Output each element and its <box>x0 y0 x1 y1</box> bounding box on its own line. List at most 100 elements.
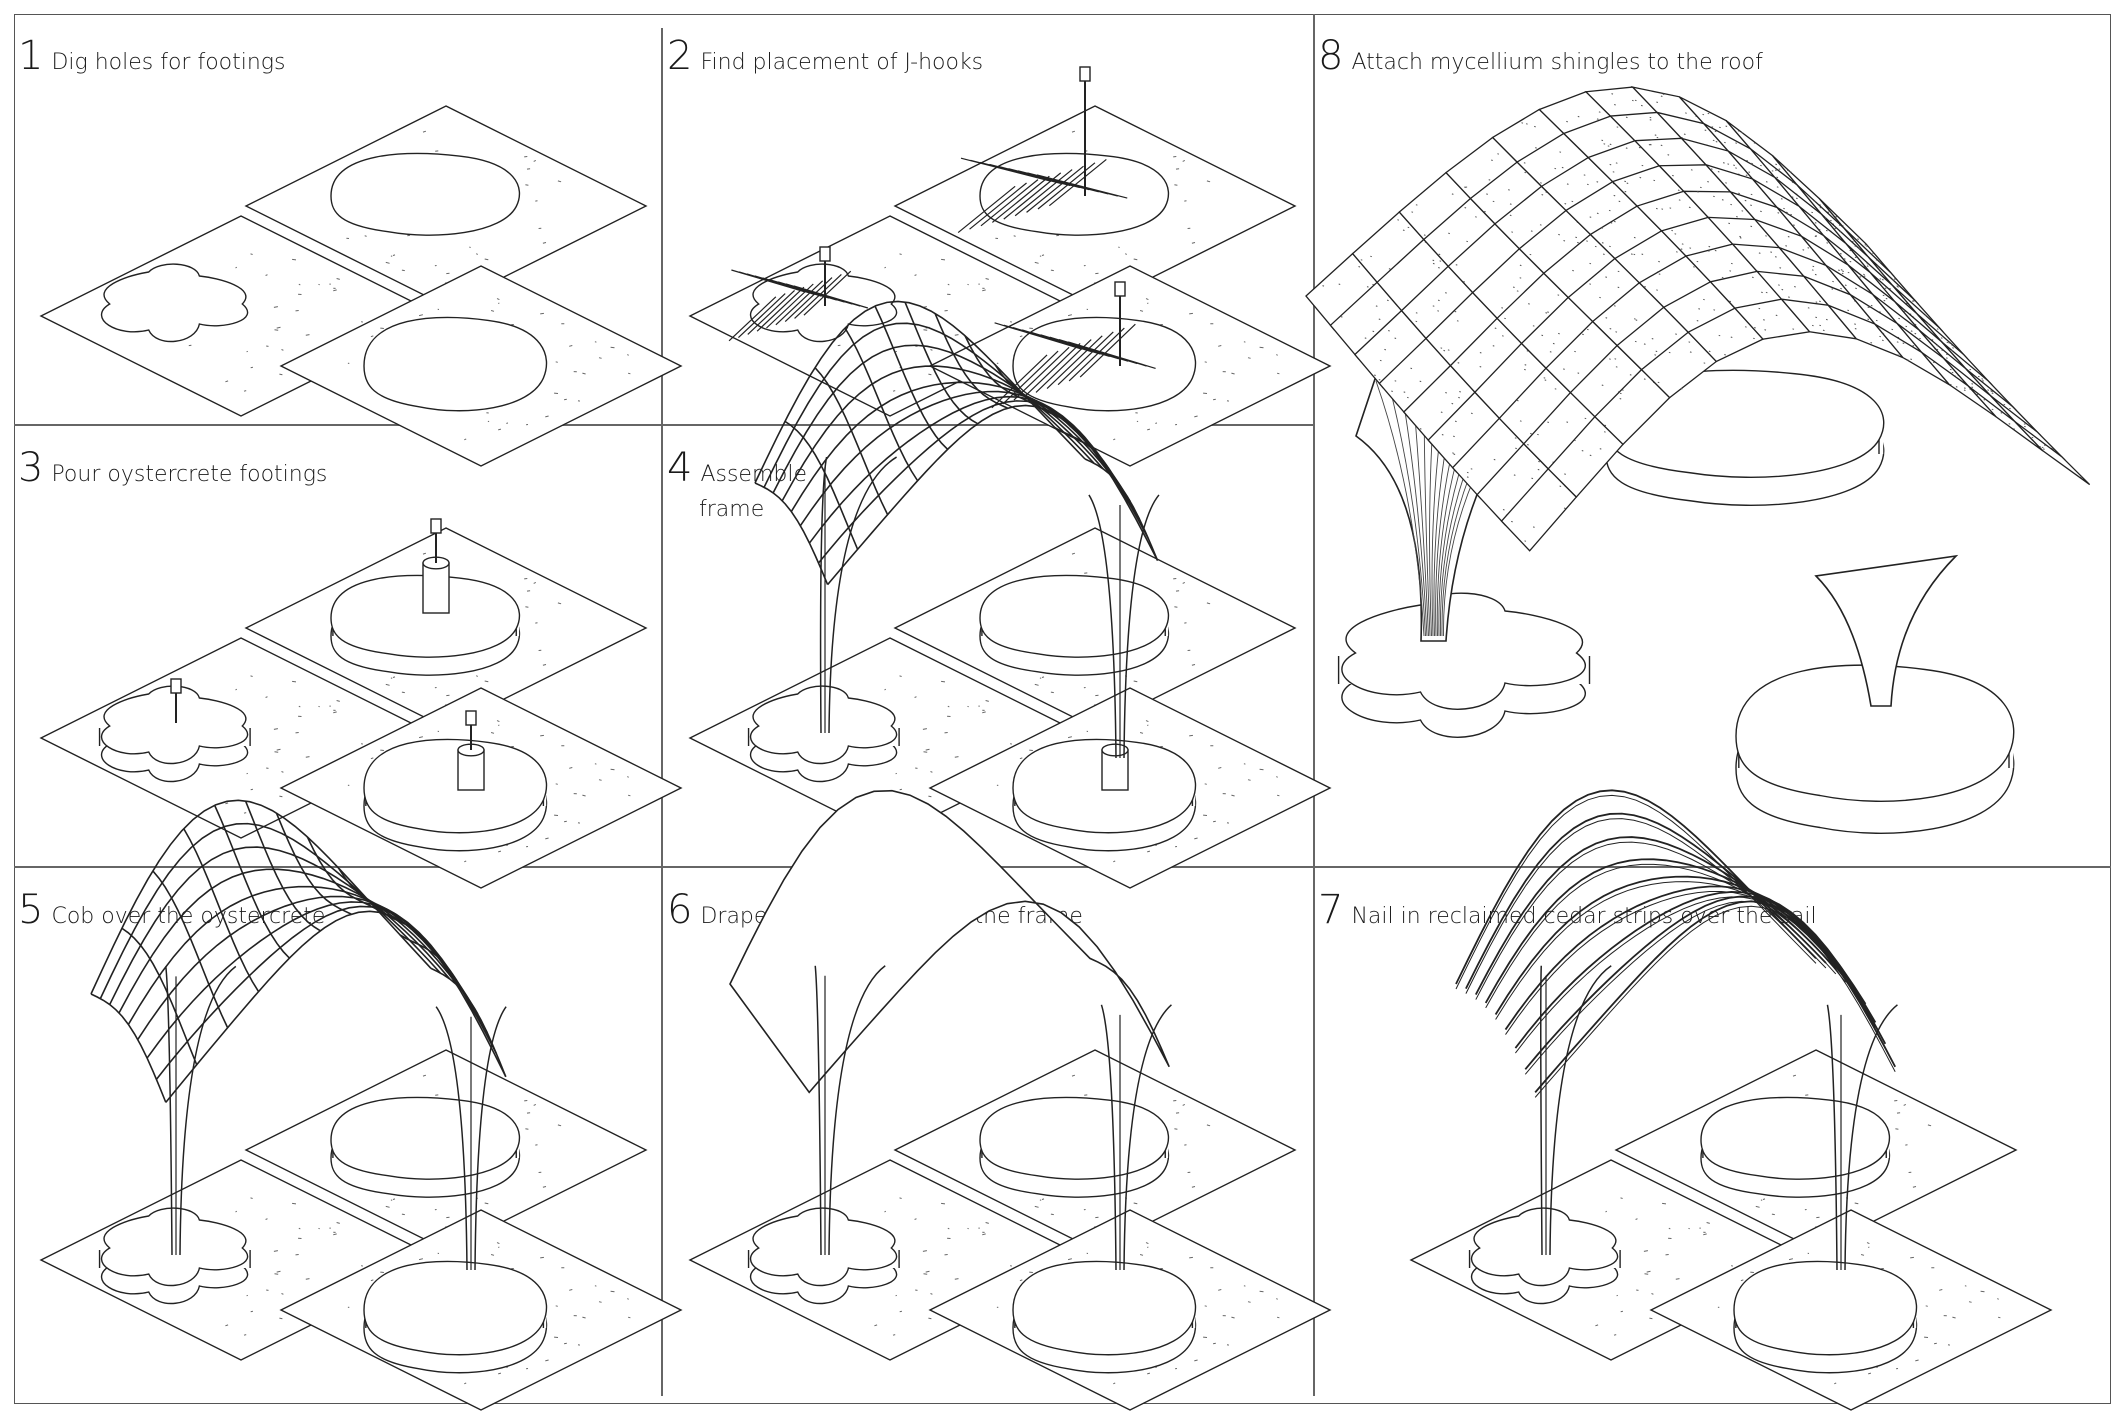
shingle-tile <box>2014 421 2091 486</box>
shingle-texture <box>1702 112 1738 133</box>
frame-rib <box>430 967 507 1078</box>
step-3-illustration <box>39 518 683 889</box>
shingle-texture <box>1696 249 1733 279</box>
shingle-texture <box>1876 265 1915 302</box>
j-hook <box>1114 281 1126 366</box>
step-1-illustration <box>39 105 683 467</box>
shingle-texture <box>1681 129 1718 146</box>
frame-rib <box>368 900 445 966</box>
leg-line <box>179 965 237 1256</box>
divider-h2 <box>14 866 2111 868</box>
footing-top <box>1733 1260 1918 1356</box>
frame-rib <box>964 335 1039 408</box>
footing-round-front <box>1012 316 1197 412</box>
step-6-illustration <box>688 789 1332 1411</box>
j-hook-nut <box>819 246 831 262</box>
divider-v1 <box>661 28 663 1396</box>
shingle-texture <box>1504 294 1560 327</box>
shingle-texture <box>1415 292 1447 323</box>
frame-rib <box>1084 458 1159 561</box>
cedar-strip <box>1534 900 1896 1093</box>
frame-rib <box>772 344 1104 494</box>
cedar-strip-edge <box>1475 841 1837 1000</box>
step-number: 2 <box>667 33 693 79</box>
leg-line <box>1100 1004 1117 1271</box>
frame-rib <box>244 800 321 932</box>
shingle-texture <box>1340 299 1389 339</box>
shingle-texture <box>1671 229 1711 250</box>
cedar-strip-edge <box>1465 818 1827 994</box>
shingle-texture <box>1710 168 1753 198</box>
shingle-texture <box>1419 391 1461 430</box>
footing-top <box>101 1207 249 1287</box>
shingle-texture <box>1951 349 2011 407</box>
shingle-texture <box>1484 171 1527 213</box>
diagram-frame <box>14 14 2111 1404</box>
frame-rib <box>99 822 441 999</box>
leg-right <box>1814 554 1959 707</box>
pier-post <box>422 556 450 614</box>
shingle-texture <box>1516 377 1557 435</box>
footing-top <box>1012 316 1197 412</box>
mesh-lines <box>728 269 869 342</box>
j-hook-nut <box>465 710 477 726</box>
shingle-texture <box>1708 326 1755 356</box>
shingle <box>1827 304 1904 359</box>
leg-line <box>828 456 897 734</box>
j-hook-nut <box>430 518 442 534</box>
footing-cross <box>98 1207 253 1305</box>
frame-rib <box>784 420 859 550</box>
frame-rib <box>90 993 167 1103</box>
footing-top <box>101 263 249 343</box>
leg-line <box>1540 965 1543 1256</box>
footing-round-back <box>330 1096 521 1198</box>
shingle-texture <box>1564 174 1599 205</box>
footing-cross <box>101 263 249 343</box>
footing-round-front <box>363 738 548 852</box>
shingle-texture <box>1754 307 1795 331</box>
cedar-strip-edge <box>1534 905 1896 1098</box>
frame-rib <box>152 870 229 1029</box>
footing-top <box>750 1207 898 1287</box>
shingle-texture <box>1926 322 1954 349</box>
step-number: 4 <box>667 445 693 491</box>
footing-top <box>1700 1096 1891 1180</box>
shingle-texture <box>1813 200 1854 243</box>
step-5-illustration <box>39 799 683 1411</box>
shingle-texture <box>1811 265 1842 290</box>
footing-top <box>979 152 1170 236</box>
footing-top <box>1012 1260 1197 1356</box>
footing-cross <box>747 1207 902 1305</box>
shingle-texture <box>1509 191 1548 233</box>
j-hook <box>819 246 831 306</box>
footing-top <box>1471 1207 1619 1287</box>
step-label: Assemble <box>700 462 808 487</box>
shingle-texture <box>1360 219 1410 270</box>
shingle-texture <box>1441 412 1473 455</box>
frame-rib <box>754 482 829 585</box>
j-hook <box>465 710 477 750</box>
frame-legs <box>819 456 1160 759</box>
leg-line <box>828 965 886 1256</box>
frame-rib <box>306 836 383 914</box>
rebar-mesh <box>991 322 1156 409</box>
footing-cross <box>747 685 902 783</box>
footing-top <box>1735 664 2015 802</box>
shingle-texture <box>1807 307 1828 332</box>
footing-round-front <box>363 1260 548 1374</box>
shingle-texture <box>1867 306 1915 347</box>
frame-rib <box>994 364 1069 424</box>
footing-top <box>979 1096 1170 1180</box>
shingle-texture <box>1737 130 1787 178</box>
shingle-texture <box>1624 176 1680 193</box>
divider-v2 <box>1313 14 1315 1396</box>
shingle-texture <box>1601 220 1636 248</box>
shingle-texture <box>1464 153 1502 188</box>
